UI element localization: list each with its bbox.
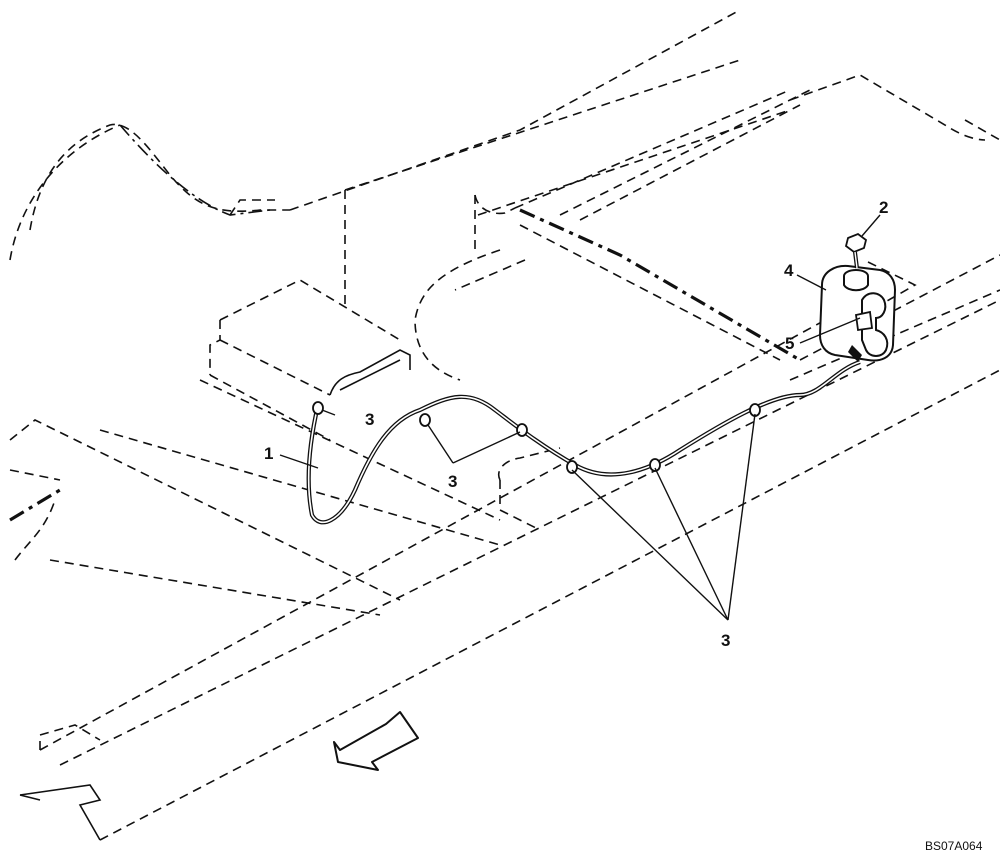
clamp-marker (419, 413, 431, 427)
callout-bolt: 2 (879, 198, 888, 217)
front-direction-arrow-icon (333, 711, 419, 771)
clamp-marker (312, 401, 324, 415)
callout-clamp-center: 3 (448, 472, 457, 491)
clamp-marker (566, 460, 578, 474)
step-box (209, 279, 411, 441)
tank-bracket (848, 292, 889, 362)
callout-labels: 1 2 3 3 3 4 5 (264, 198, 888, 650)
callout-tube: 1 (264, 444, 273, 463)
deck-plate-outline (414, 74, 1000, 381)
lower-frame-outline (9, 289, 1000, 841)
upper-frame-outline (9, 9, 741, 305)
callout-bracket: 5 (785, 334, 794, 353)
leader-lines (279, 214, 881, 621)
callout-clamp-right: 3 (721, 631, 730, 650)
clamp-marker (649, 458, 661, 472)
callout-clamp-left: 3 (365, 410, 374, 429)
clamp-marker (516, 423, 528, 437)
washer-tube (306, 360, 861, 525)
figure-code: BS07A064 (925, 839, 983, 853)
tube-clamps (312, 401, 761, 474)
callout-tank: 4 (784, 261, 794, 280)
mounting-bolt (844, 232, 868, 269)
